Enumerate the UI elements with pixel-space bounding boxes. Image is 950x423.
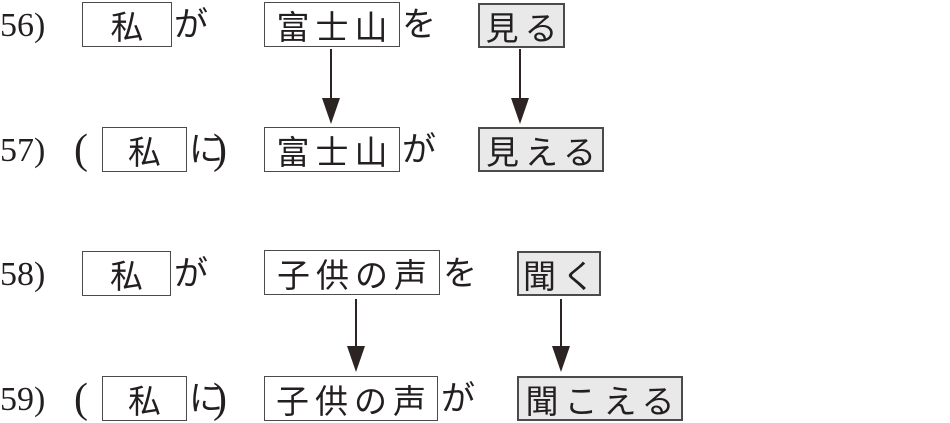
item-number-57: 57) bbox=[0, 132, 46, 169]
particle-ga-56: が bbox=[174, 7, 208, 44]
arrow-head-icon bbox=[552, 346, 570, 372]
arrow-stem bbox=[519, 49, 521, 98]
paren-open-57: ( bbox=[74, 127, 88, 173]
arrow-stem bbox=[560, 299, 562, 346]
particle-ga-58: が bbox=[174, 256, 208, 293]
arrow-head-icon bbox=[322, 98, 340, 124]
down-arrow-verb-1 bbox=[511, 49, 529, 124]
down-arrow-verb-2 bbox=[552, 299, 570, 372]
down-arrow-object-1 bbox=[322, 49, 340, 124]
particle-ni-59: に bbox=[189, 381, 223, 418]
item-number-56: 56) bbox=[0, 7, 46, 44]
particle-wo-58: を bbox=[443, 256, 477, 293]
subject-box-59: 私 bbox=[102, 376, 187, 421]
object-box-57: 富士山 bbox=[264, 127, 400, 172]
arrow-stem bbox=[330, 49, 332, 98]
arrow-head-icon bbox=[347, 346, 365, 372]
verb-box-59: 聞こえる bbox=[517, 376, 683, 421]
verb-box-56: 見る bbox=[478, 3, 565, 48]
verb-box-57: 見える bbox=[478, 127, 604, 172]
object-box-56: 富士山 bbox=[264, 2, 400, 47]
particle-ga-59: が bbox=[441, 381, 475, 418]
paren-open-59: ( bbox=[74, 376, 88, 422]
object-box-58: 子供の声 bbox=[264, 250, 440, 295]
subject-box-56: 私 bbox=[82, 2, 172, 47]
paren-close-59: ) bbox=[213, 376, 227, 422]
item-number-59: 59) bbox=[0, 381, 46, 418]
particle-ni-57: に bbox=[189, 132, 223, 169]
down-arrow-object-2 bbox=[347, 299, 365, 372]
subject-box-58: 私 bbox=[82, 251, 171, 296]
item-number-58: 58) bbox=[0, 256, 46, 293]
paren-close-57: ) bbox=[213, 127, 227, 173]
particle-wo-56: を bbox=[402, 7, 436, 44]
subject-box-57: 私 bbox=[102, 127, 187, 172]
verb-box-58: 聞く bbox=[517, 251, 601, 296]
object-box-59: 子供の声 bbox=[264, 376, 438, 421]
arrow-head-icon bbox=[511, 98, 529, 124]
arrow-stem bbox=[355, 299, 357, 346]
particle-ga-57: が bbox=[402, 132, 436, 169]
